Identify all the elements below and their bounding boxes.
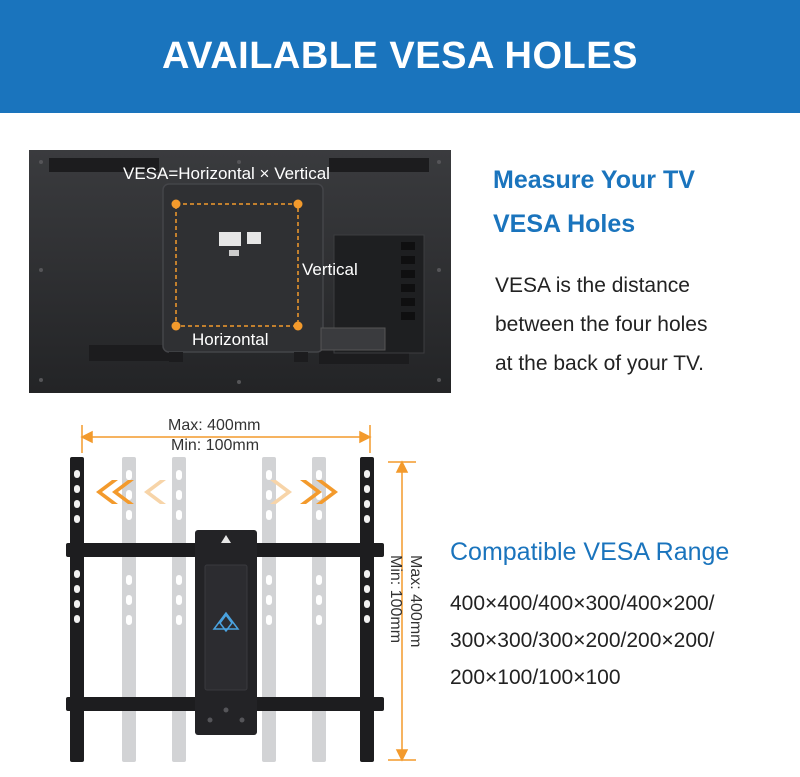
compatible-range-heading: Compatible VESA Range	[450, 538, 730, 566]
tv-back-diagram: VESA=Horizontal × Vertical Vertical Hori…	[29, 150, 451, 393]
horizontal-min-label: Min: 100mm	[171, 437, 260, 454]
mount-bracket-illustration	[66, 425, 416, 762]
measure-heading-line1: Measure Your TV	[493, 166, 695, 194]
measure-desc-line-2: between the four holes	[495, 313, 708, 336]
vertical-max-label: Max: 400mm	[407, 555, 424, 648]
vertical-dimension-label: Vertical	[302, 260, 358, 279]
horizontal-dimension-label: Horizontal	[192, 330, 269, 349]
measure-desc-line-3: at the back of your TV.	[495, 352, 704, 375]
horizontal-max-label: Max: 400mm	[168, 417, 261, 434]
vesa-formula-label: VESA=Horizontal × Vertical	[123, 164, 330, 183]
vesa-size-line-1: 400×400/400×300/400×200/	[450, 592, 715, 615]
brand-logo-icon	[212, 611, 240, 633]
title-banner: AVAILABLE VESA HOLES	[0, 0, 800, 113]
vertical-min-label: Min: 100mm	[387, 555, 404, 644]
vesa-size-line-3: 200×100/100×100	[450, 666, 621, 689]
vesa-size-line-2: 300×300/300×200/200×200/	[450, 629, 715, 652]
banner-title: AVAILABLE VESA HOLES	[162, 35, 638, 77]
tv-back-illustration	[29, 150, 451, 393]
mount-bracket-diagram: Max: 400mm Min: 100mm Max: 400mm Min: 10…	[60, 415, 440, 772]
measure-desc-line-1: VESA is the distance	[495, 274, 690, 297]
measure-heading-line2: VESA Holes	[493, 210, 636, 238]
